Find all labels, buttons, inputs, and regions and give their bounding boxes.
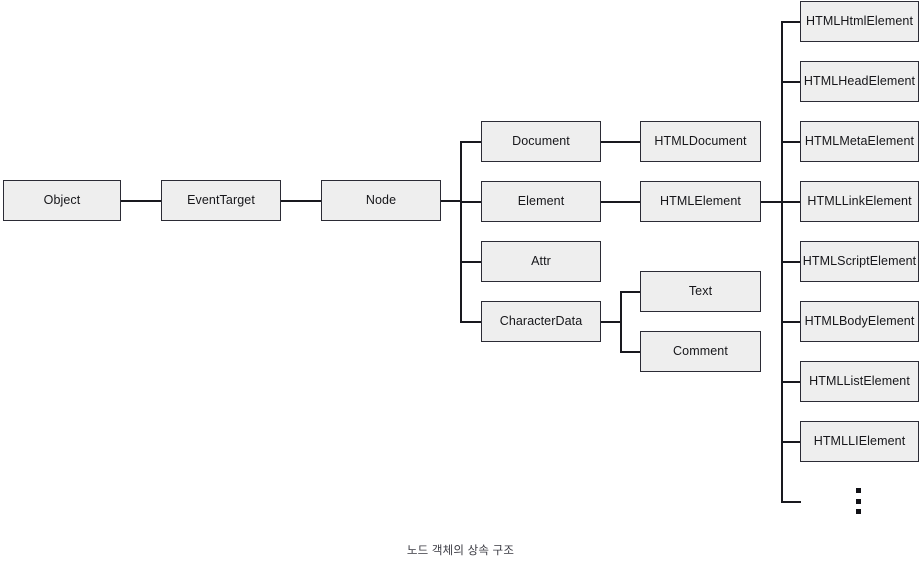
connector-trunk2-to-text xyxy=(620,291,641,293)
ellipsis-dot xyxy=(855,509,861,514)
ellipsis-dot xyxy=(855,498,861,504)
connector-trunk3-to-htmlscript xyxy=(781,261,801,263)
node-box-node: Node xyxy=(321,180,441,221)
node-label: HTMLBodyElement xyxy=(804,313,915,328)
node-label: Attr xyxy=(531,253,551,268)
node-label: HTMLMetaElement xyxy=(804,133,915,148)
node-label: Object xyxy=(43,192,81,207)
connector-characterdata-to-trunk2 xyxy=(601,321,621,323)
connector-trunk3-to-htmlhtml xyxy=(781,21,801,23)
connector-trunk-to-attr xyxy=(460,261,481,263)
node-box-document: Document xyxy=(481,121,601,162)
node-box-htmlmetaelement: HTMLMetaElement xyxy=(800,121,919,162)
node-box-htmlhtmlelement: HTMLHtmlElement xyxy=(800,1,919,42)
connector-trunk3-to-htmlmeta xyxy=(781,141,801,143)
node-label: Text xyxy=(688,283,713,298)
node-box-element: Element xyxy=(481,181,601,222)
node-box-htmllielement: HTMLLIElement xyxy=(800,421,919,462)
node-label: HTMLScriptElement xyxy=(802,253,917,268)
node-label: Node xyxy=(365,192,397,207)
node-box-attr: Attr xyxy=(481,241,601,282)
connector-trunk3-to-htmlli xyxy=(781,441,801,443)
connector-document-to-htmldocument xyxy=(601,141,640,143)
connector-trunk3-to-htmllist xyxy=(781,381,801,383)
connector-trunk2-to-comment xyxy=(620,351,641,353)
node-label: HTMLLIElement xyxy=(813,433,906,448)
ellipsis-dot xyxy=(855,488,861,493)
node-box-comment: Comment xyxy=(640,331,761,372)
node-label: HTMLDocument xyxy=(654,133,747,148)
node-box-htmldocument: HTMLDocument xyxy=(640,121,761,162)
node-label: HTMLHeadElement xyxy=(803,73,916,88)
node-label: Element xyxy=(517,193,565,208)
diagram-caption: 노드 객체의 상속 구조 xyxy=(406,545,515,557)
node-label: HTMLHtmlElement xyxy=(805,13,914,28)
connector-eventtarget-to-node xyxy=(281,200,321,202)
node-label: HTMLListElement xyxy=(809,373,910,388)
node-box-text: Text xyxy=(640,271,761,312)
connector-element-to-htmlelement xyxy=(601,201,640,203)
node-label: Comment xyxy=(673,343,728,358)
node-box-htmlbodyelement: HTMLBodyElement xyxy=(800,301,919,342)
connector-trunk3-to-htmlbody xyxy=(781,321,801,323)
node-box-htmllistelement: HTMLListElement xyxy=(800,361,919,402)
node-box-object: Object xyxy=(3,180,121,221)
connector-node-trunk xyxy=(460,141,462,322)
connector-trunk3-to-htmllink xyxy=(781,201,801,203)
node-box-eventtarget: EventTarget xyxy=(161,180,281,221)
node-box-htmlheadelement: HTMLHeadElement xyxy=(800,61,919,102)
node-box-htmlelement: HTMLElement xyxy=(640,181,761,222)
connector-htmlelement-to-trunk3 xyxy=(761,201,782,203)
connector-trunk-to-characterdata xyxy=(460,321,481,323)
node-box-characterdata: CharacterData xyxy=(481,301,601,342)
node-label: HTMLElement xyxy=(660,193,741,208)
connector-trunk-to-element xyxy=(460,201,481,203)
node-label: CharacterData xyxy=(499,313,583,328)
node-label: Document xyxy=(512,133,570,148)
connector-node-to-trunk xyxy=(441,200,461,202)
connector-trunk3-to-ellipsis xyxy=(781,501,801,503)
connector-chardata-trunk xyxy=(620,291,622,352)
connector-object-to-eventtarget xyxy=(121,200,161,202)
node-box-htmllinkelement: HTMLLinkElement xyxy=(800,181,919,222)
node-label: EventTarget xyxy=(187,192,255,207)
connector-trunk-to-document xyxy=(460,141,481,143)
node-label: HTMLLinkElement xyxy=(807,193,912,208)
node-box-htmlscriptelement: HTMLScriptElement xyxy=(800,241,919,282)
connector-trunk3-to-htmlhead xyxy=(781,81,801,83)
more-elements-ellipsis xyxy=(855,488,861,514)
